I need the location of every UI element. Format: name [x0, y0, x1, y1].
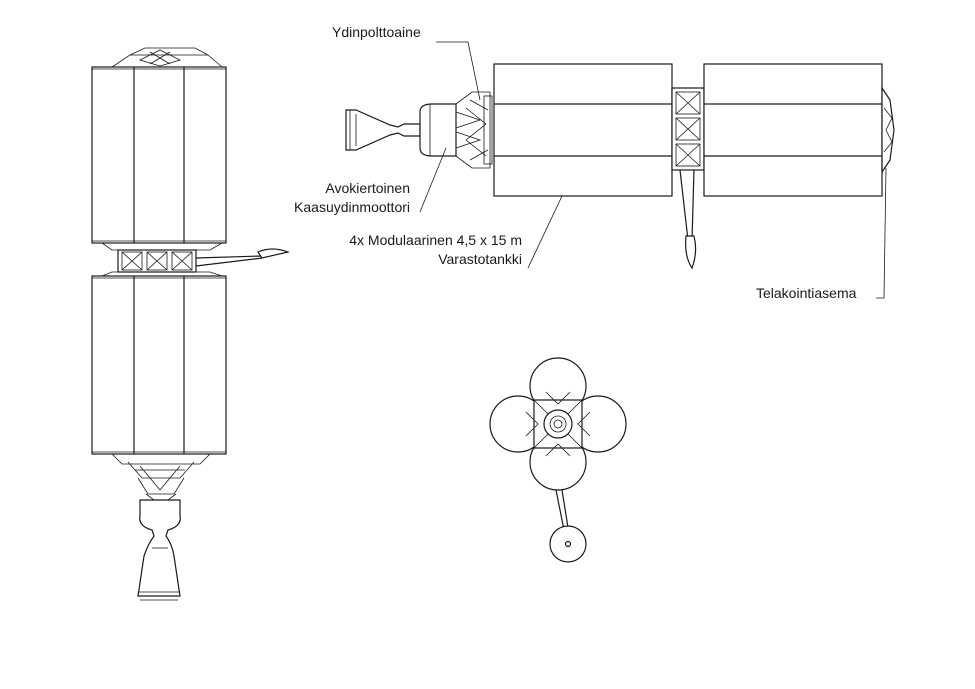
- tank-label-line2: Varastotankki: [438, 251, 522, 267]
- horizontal-engine-nozzle: [345, 109, 421, 151]
- end-view: [489, 357, 627, 563]
- horizontal-view: [345, 41, 895, 299]
- docking-label: Telakointiasema: [756, 285, 857, 301]
- engine-label-line1: Avokiertoinen: [325, 180, 410, 196]
- upper-storage-tank: [91, 66, 227, 244]
- horizontal-storage-tank-2: [703, 63, 883, 197]
- horizontal-storage-tank-1: [493, 63, 673, 197]
- tank-label-line1: 4x Modulaarinen 4,5 x 15 m: [349, 232, 522, 248]
- lower-storage-tank: [91, 275, 227, 455]
- fuel-label: Ydinpolttoaine: [332, 24, 421, 40]
- vertical-view: [91, 47, 291, 601]
- docking-station: [881, 86, 895, 174]
- engine-label-line2: Kaasuydinmoottori: [294, 199, 410, 215]
